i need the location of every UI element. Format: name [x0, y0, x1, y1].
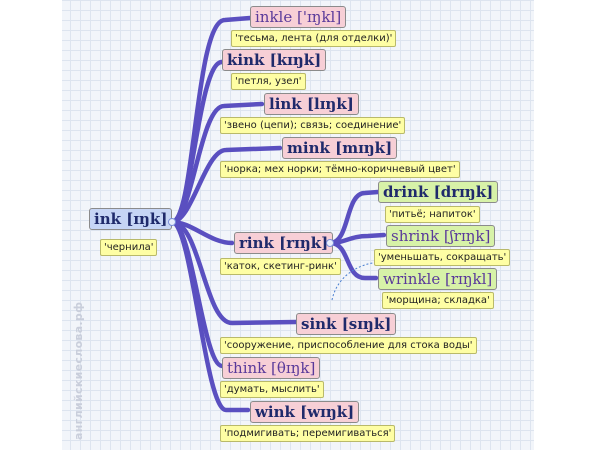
node-sink[interactable]: sink [sɪŋk] [296, 313, 397, 335]
collapse-toggle-rink[interactable] [326, 239, 334, 247]
note-kink: 'петля, узел' [231, 73, 306, 90]
node-ipa: [rɪŋkl] [445, 270, 493, 288]
link-root-mink [169, 145, 283, 225]
node-ink[interactable]: ink [ɪŋk] [89, 208, 173, 230]
node-ipa: [rɪŋk] [279, 234, 329, 252]
node-word: wrinkle [383, 270, 441, 288]
node-wink[interactable]: wink [wɪŋk] [250, 401, 360, 423]
node-drink[interactable]: drink [drɪŋk] [378, 181, 499, 203]
note-ink: 'чернила' [100, 239, 158, 256]
node-inkle[interactable]: inkle ['ɪŋkl] [250, 6, 347, 28]
node-ipa: [lɪŋk] [306, 95, 354, 113]
note-shrink: 'уменьшать, сокращать' [374, 249, 511, 266]
node-word: inkle [255, 8, 293, 26]
note-drink: 'питьё; напиток' [385, 206, 480, 223]
node-word: ink [94, 210, 121, 228]
node-word: link [269, 95, 302, 113]
note-rink: 'каток, скетинг-ринк' [220, 258, 341, 275]
node-think[interactable]: think [θɪŋk] [222, 357, 321, 379]
node-rink[interactable]: rink [rɪŋk] [234, 232, 334, 254]
note-link: 'звено (цепи); связь; соединение' [220, 117, 406, 134]
node-ipa: [ʃrɪŋk] [443, 227, 491, 245]
link-root-wink [169, 219, 251, 413]
node-ipa: [mɪŋk] [335, 139, 393, 157]
note-mink: 'норка; мех норки; тёмно-коричневый цвет… [220, 161, 460, 178]
node-ipa: [kɪŋk] [269, 51, 322, 69]
node-word: mink [287, 139, 330, 157]
node-word: rink [239, 234, 274, 252]
node-kink[interactable]: kink [kɪŋk] [222, 49, 327, 71]
node-ipa: [drɪŋk] [433, 183, 494, 201]
note-wrinkle: 'морщина; складка' [382, 292, 494, 309]
node-mink[interactable]: mink [mɪŋk] [282, 137, 398, 159]
link-rink-wrinkle [327, 240, 379, 281]
node-wrinkle[interactable]: wrinkle [rɪŋkl] [378, 268, 498, 290]
node-shrink[interactable]: shrink [ʃrɪŋk] [386, 225, 496, 247]
node-word: think [227, 359, 267, 377]
node-ipa: [wɪŋk] [300, 403, 355, 421]
node-ipa: ['ɪŋkl] [297, 8, 342, 26]
collapse-toggle-ink[interactable] [168, 218, 176, 226]
node-word: wink [255, 403, 295, 421]
note-think: 'думать, мыслить' [220, 381, 324, 398]
node-link[interactable]: link [lɪŋk] [264, 93, 359, 115]
link-root-sink [169, 219, 299, 326]
note-sink: 'сооружение, приспособление для стока во… [220, 337, 477, 354]
node-ipa: [sɪŋk] [341, 315, 392, 333]
dotted-cross-link [331, 261, 383, 301]
site-watermark: английскиеслова.рф [72, 301, 85, 440]
link-root-think [169, 219, 225, 369]
node-ipa: [ɪŋk] [126, 210, 168, 228]
node-word: drink [383, 183, 429, 201]
note-wink: 'подмигивать; перемигиваться' [220, 425, 396, 442]
node-word: sink [301, 315, 337, 333]
node-word: kink [227, 51, 265, 69]
note-inkle: 'тесьма, лента (для отделки)' [231, 30, 397, 47]
node-ipa: [θɪŋk] [271, 359, 316, 377]
node-word: shrink [391, 227, 440, 245]
